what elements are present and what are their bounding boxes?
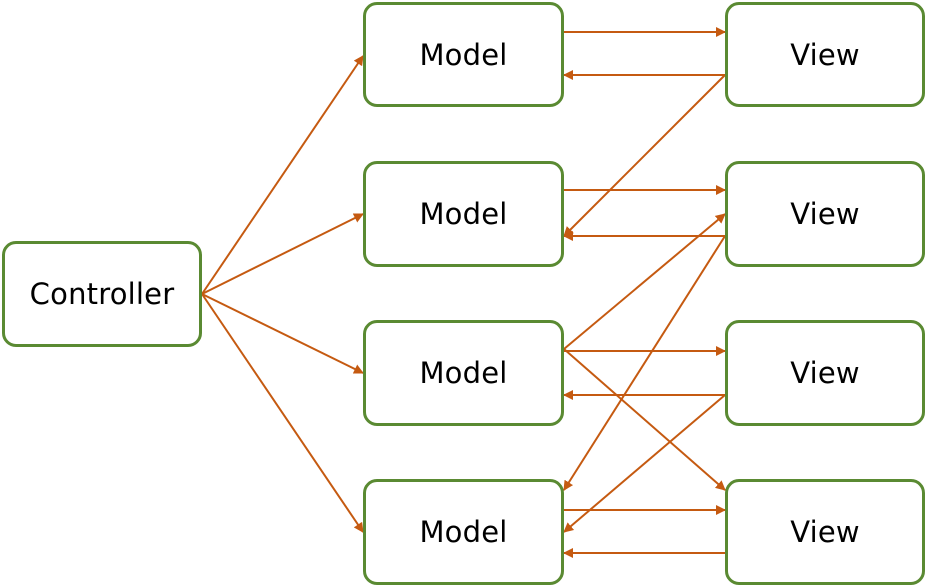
model-label-4: Model — [419, 515, 508, 549]
model-node-4: Model — [363, 479, 564, 585]
view-label-4: View — [790, 515, 860, 549]
controller-label: Controller — [29, 277, 175, 311]
model-node-1: Model — [363, 2, 564, 107]
view-node-1: View — [725, 2, 925, 107]
controller-node: Controller — [2, 241, 202, 347]
edge-controller-to-model2 — [201, 213, 364, 295]
edge-controller-to-model3 — [201, 293, 364, 374]
view-label-1: View — [790, 37, 860, 72]
view-node-2: View — [725, 161, 925, 267]
edge-view2-to-model4 — [563, 235, 726, 491]
model-node-3: Model — [363, 320, 564, 426]
view-label-3: View — [790, 356, 860, 390]
model-label-1: Model — [419, 37, 508, 72]
edge-model3-to-view2 — [563, 213, 726, 350]
edge-controller-to-model1 — [201, 55, 364, 295]
view-node-3: View — [725, 320, 925, 426]
edge-controller-to-model4 — [201, 293, 364, 533]
model-label-2: Model — [419, 197, 508, 231]
view-label-2: View — [790, 197, 860, 231]
model-node-2: Model — [363, 161, 564, 267]
edge-model3-to-view4 — [563, 348, 726, 491]
model-label-3: Model — [419, 356, 508, 390]
view-node-4: View — [725, 479, 925, 585]
edge-view3-to-model4 — [563, 394, 726, 533]
edge-view1-to-model2 — [563, 74, 726, 237]
